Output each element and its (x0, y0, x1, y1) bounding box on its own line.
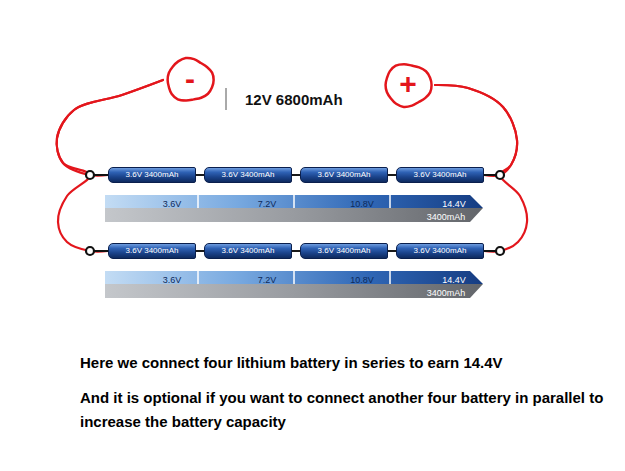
series-link (292, 250, 300, 252)
battery-cell: 3.6V 3400mAh (204, 243, 292, 259)
voltage-label: 7.2V (258, 276, 277, 285)
cell-rating: 3.6V 3400mAh (318, 171, 371, 179)
capacity-band (105, 208, 483, 222)
terminal-lead (94, 250, 108, 252)
terminal-ring: + (381, 60, 435, 110)
note-text: And it is optional if you want to connec… (80, 386, 610, 434)
cell-rating: 3.6V 3400mAh (222, 247, 275, 255)
label-holder: 3.6V (163, 269, 182, 287)
terminal-lead (484, 250, 496, 252)
series-link (292, 174, 300, 176)
band-divider (197, 195, 199, 208)
label-holder: 3400mAh (427, 282, 466, 300)
hand-drawn-wire (57, 80, 163, 176)
hand-drawn-wire (57, 80, 163, 252)
label-holder: 14.4V (442, 193, 466, 211)
label-holder: And it is optional if you want to connec… (80, 386, 610, 434)
label-holder: 14.4V (442, 269, 466, 287)
battery-cell: 3.6V 3400mAh (108, 243, 196, 259)
cell-rating: 3.6V 3400mAh (414, 247, 467, 255)
terminal-dot (496, 247, 504, 255)
series-link (196, 174, 204, 176)
terminal-ring: - (163, 55, 217, 105)
terminal-dot (86, 171, 94, 179)
band-divider (197, 271, 199, 284)
battery-cell: 3.6V 3400mAh (204, 167, 292, 183)
voltage-label: 3.6V (163, 200, 182, 209)
cell-rating: 3.6V 3400mAh (414, 171, 467, 179)
terminal-lead (484, 174, 496, 176)
voltage-label: 10.8V (350, 200, 374, 209)
cursor-bar (226, 88, 227, 110)
label-holder: 7.2V (258, 193, 277, 211)
voltage-label: 14.4V (442, 276, 466, 285)
voltage-label: 10.8V (350, 276, 374, 285)
battery-cell: 3.6V 3400mAh (300, 243, 388, 259)
note-text: Here we connect four lithium battery in … (80, 351, 610, 375)
label-holder: 3400mAh (427, 206, 466, 224)
terminal-dot (496, 171, 504, 179)
series-link (196, 250, 204, 252)
cell-rating: 3.6V 3400mAh (318, 247, 371, 255)
terminal-dot (86, 247, 94, 255)
voltage-band (105, 271, 483, 284)
voltage-label: 3.6V (163, 276, 182, 285)
title-block: 12V 6800mAh (245, 91, 343, 109)
battery-cell: 3.6V 3400mAh (396, 243, 484, 259)
cell-rating: 3.6V 3400mAh (222, 171, 275, 179)
terminal-lead (94, 174, 108, 176)
battery-cell: 3.6V 3400mAh (396, 167, 484, 183)
cell-rating: 3.6V 3400mAh (126, 171, 179, 179)
hand-drawn-ring (168, 58, 214, 101)
hand-drawn-ring (386, 64, 432, 107)
hand-drawn-wire (435, 85, 517, 176)
capacity-label: 3400mAh (427, 213, 466, 222)
voltage-band (105, 195, 483, 208)
capacity-band (105, 284, 483, 298)
battery-cell: 3.6V 3400mAh (108, 167, 196, 183)
polarity-sign: + (399, 69, 417, 99)
label-holder: 10.8V (350, 193, 374, 211)
label-holder: 7.2V (258, 269, 277, 287)
band-divider (389, 271, 391, 284)
voltage-strip (105, 271, 483, 298)
voltage-label: 7.2V (258, 200, 277, 209)
label-holder: 10.8V (350, 269, 374, 287)
polarity-sign: - (185, 64, 195, 94)
label-holder: 3.6V (163, 193, 182, 211)
voltage-label: 14.4V (442, 200, 466, 209)
cell-rating: 3.6V 3400mAh (126, 247, 179, 255)
band-divider (293, 271, 295, 284)
label-holder: Here we connect four lithium battery in … (80, 351, 610, 375)
series-link (388, 250, 396, 252)
battery-cell: 3.6V 3400mAh (300, 167, 388, 183)
diagram-title: 12V 6800mAh (245, 91, 343, 108)
band-divider (389, 195, 391, 208)
series-link (388, 174, 396, 176)
capacity-label: 3400mAh (427, 289, 466, 298)
band-divider (293, 195, 295, 208)
voltage-strip (105, 195, 483, 222)
